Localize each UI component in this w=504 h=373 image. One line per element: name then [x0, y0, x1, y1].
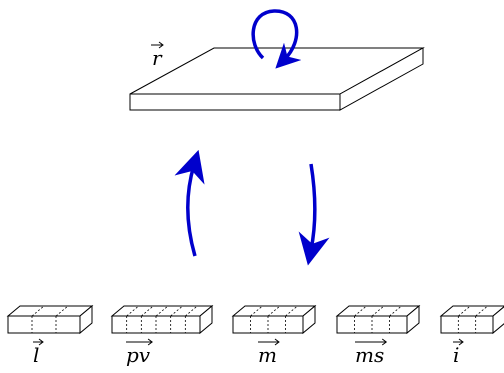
register-label: ms — [355, 343, 384, 367]
register-top-face — [6, 305, 94, 317]
register-cell-divider — [141, 305, 154, 317]
register-l: l — [6, 304, 94, 367]
top-block-label: r — [151, 41, 164, 70]
register-side-face — [406, 304, 420, 335]
register-top-face — [335, 305, 421, 317]
vector-arrowhead-icon — [147, 338, 153, 346]
top-block-side-face — [339, 47, 424, 111]
register-m: m — [231, 304, 317, 367]
up-arrow-icon — [174, 149, 205, 257]
register-pv: pv — [110, 304, 214, 367]
register-front-face — [7, 315, 81, 334]
top-block: r — [129, 41, 425, 111]
register-cell-divider — [155, 305, 169, 317]
register-cell-divider — [185, 305, 198, 317]
vector-arrowhead-icon — [274, 338, 280, 346]
top-block-front-face — [129, 93, 341, 111]
register-cell-divider — [389, 305, 402, 317]
vector-arrowhead-icon — [458, 338, 464, 346]
register-i: i — [439, 305, 504, 367]
register-cell-divider — [267, 305, 281, 317]
register-cell-divider — [170, 305, 183, 317]
register-cell-divider — [55, 305, 69, 317]
register-side-face — [79, 304, 93, 335]
register-ms: ms — [335, 304, 421, 367]
register-top-face — [231, 305, 317, 317]
register-cell-divider — [354, 305, 367, 317]
register-cell-divider — [458, 305, 471, 317]
circular-arrow-icon — [251, 9, 302, 69]
register-label: m — [258, 343, 277, 367]
down-arrow-icon — [298, 163, 330, 266]
register-cell-divider — [285, 305, 298, 317]
register-cell-divider — [126, 305, 139, 317]
vector-arrowhead-icon — [38, 338, 44, 346]
register-side-face — [492, 306, 504, 335]
register-cell-divider — [31, 305, 45, 317]
register-row: l pv m ms i — [6, 304, 504, 367]
register-cell-divider — [250, 305, 263, 317]
register-side-face — [302, 304, 316, 335]
vector-arrowhead-icon — [381, 338, 388, 346]
register-side-face — [199, 304, 213, 335]
register-top-face — [110, 305, 214, 317]
register-label: i — [453, 343, 459, 367]
register-cell-divider — [371, 305, 385, 317]
svg-text:r: r — [152, 46, 163, 70]
register-label: l — [33, 343, 39, 367]
register-cell-divider — [475, 305, 488, 317]
register-front-face — [440, 315, 494, 334]
register-label: pv — [126, 343, 151, 367]
